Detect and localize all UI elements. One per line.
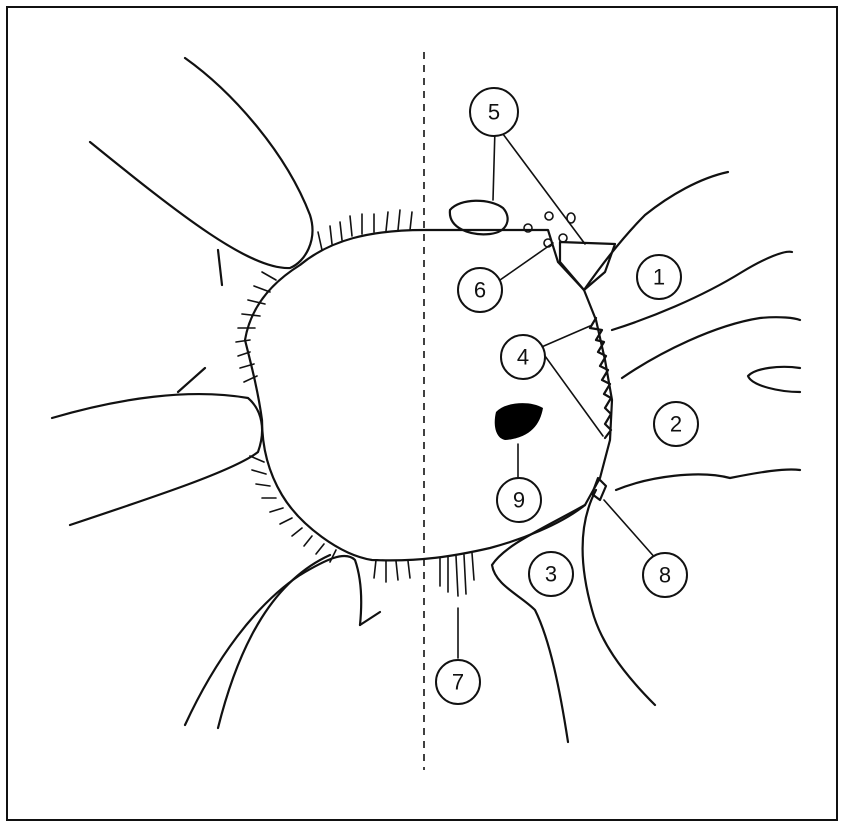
grain-left xyxy=(52,394,262,525)
callout-6: 6 xyxy=(458,268,502,312)
callout-4: 4 xyxy=(501,335,545,379)
border xyxy=(7,7,837,820)
grain-2-lower xyxy=(616,469,800,490)
inclusion-9 xyxy=(495,403,543,440)
fringe-top xyxy=(318,210,412,250)
callout-1-label: 1 xyxy=(653,265,665,290)
callout-2: 2 xyxy=(654,402,698,446)
callout-9: 9 xyxy=(497,478,541,522)
callout-9-label: 9 xyxy=(513,488,525,513)
callout-7: 7 xyxy=(436,660,480,704)
grain-bottom-arc xyxy=(218,555,330,728)
central-grain xyxy=(245,230,612,560)
callout-4-label: 4 xyxy=(517,345,529,370)
callout-8: 8 xyxy=(643,553,687,597)
callout-6-label: 6 xyxy=(474,278,486,303)
callout-5-label: 5 xyxy=(488,100,500,125)
inclusion-5-polygon xyxy=(560,242,615,290)
callout-8-label: 8 xyxy=(659,563,671,588)
callout-5: 5 xyxy=(470,88,518,136)
callout-1: 1 xyxy=(637,255,681,299)
callout-3-label: 3 xyxy=(545,562,557,587)
grain-left-top-sliver xyxy=(218,250,222,285)
callout-3: 3 xyxy=(529,552,573,596)
callout-7-label: 7 xyxy=(452,670,464,695)
callout-2-label: 2 xyxy=(670,412,682,437)
grain-bottom-left xyxy=(185,556,361,725)
grain-2-upper xyxy=(622,317,800,378)
grain-left-small xyxy=(178,368,205,392)
grain-2-notch xyxy=(748,367,800,392)
grain-8-boundary xyxy=(583,490,655,705)
grain-bottom-left-tail xyxy=(360,612,380,625)
grain-3-boundary xyxy=(492,505,585,742)
grain-top-left xyxy=(90,58,312,268)
